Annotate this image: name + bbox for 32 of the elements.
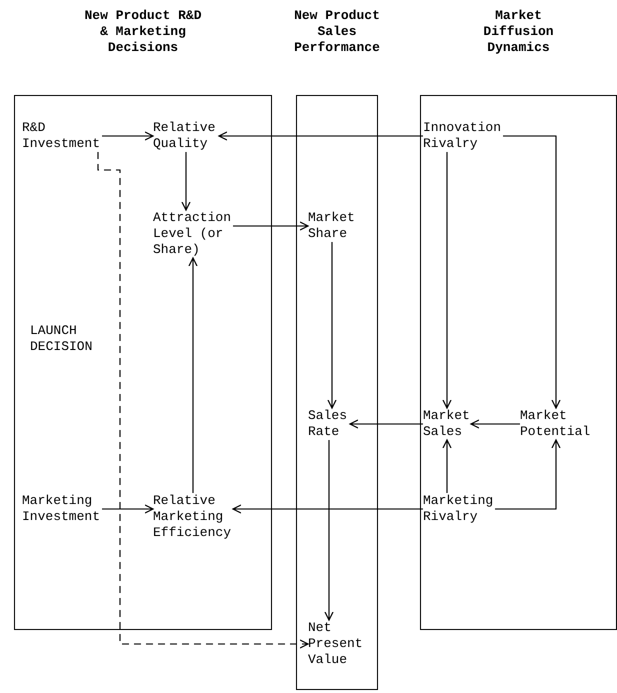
node-label: Marketing Investment	[22, 493, 102, 525]
arrow	[102, 131, 154, 141]
arrow	[188, 257, 198, 493]
column-heading: Market Diffusion Dynamics	[482, 8, 555, 56]
node-label: Relative Quality	[153, 120, 219, 152]
arrow	[495, 439, 561, 510]
node-label: Relative Marketing Efficiency	[153, 493, 233, 541]
arrow	[181, 152, 191, 211]
arrow	[503, 135, 561, 409]
node-label: Market Share	[308, 210, 356, 242]
node-label: R&D Investment	[22, 120, 102, 152]
arrow	[442, 439, 452, 493]
dashed-arrow	[97, 152, 309, 649]
node-label: Net Present Value	[308, 620, 364, 668]
node-label: LAUNCH DECISION	[30, 323, 94, 355]
arrow	[349, 419, 423, 429]
node-label: Attraction Level (or Share)	[153, 210, 233, 258]
arrow	[442, 152, 452, 409]
arrow	[470, 419, 520, 429]
arrow	[102, 504, 154, 514]
arrow	[324, 440, 334, 621]
column-heading: New Product R&D & Marketing Decisions	[83, 8, 203, 56]
column-heading: New Product Sales Performance	[293, 8, 381, 56]
arrow	[218, 131, 423, 141]
arrow	[233, 221, 309, 231]
node-label: Marketing Rivalry	[423, 493, 495, 525]
arrow	[327, 242, 337, 409]
node-label: Sales Rate	[308, 408, 350, 440]
arrow	[232, 504, 423, 514]
node-label: Innovation Rivalry	[423, 120, 503, 152]
node-label: Market Sales	[423, 408, 471, 440]
node-label: Market Potential	[520, 408, 592, 440]
